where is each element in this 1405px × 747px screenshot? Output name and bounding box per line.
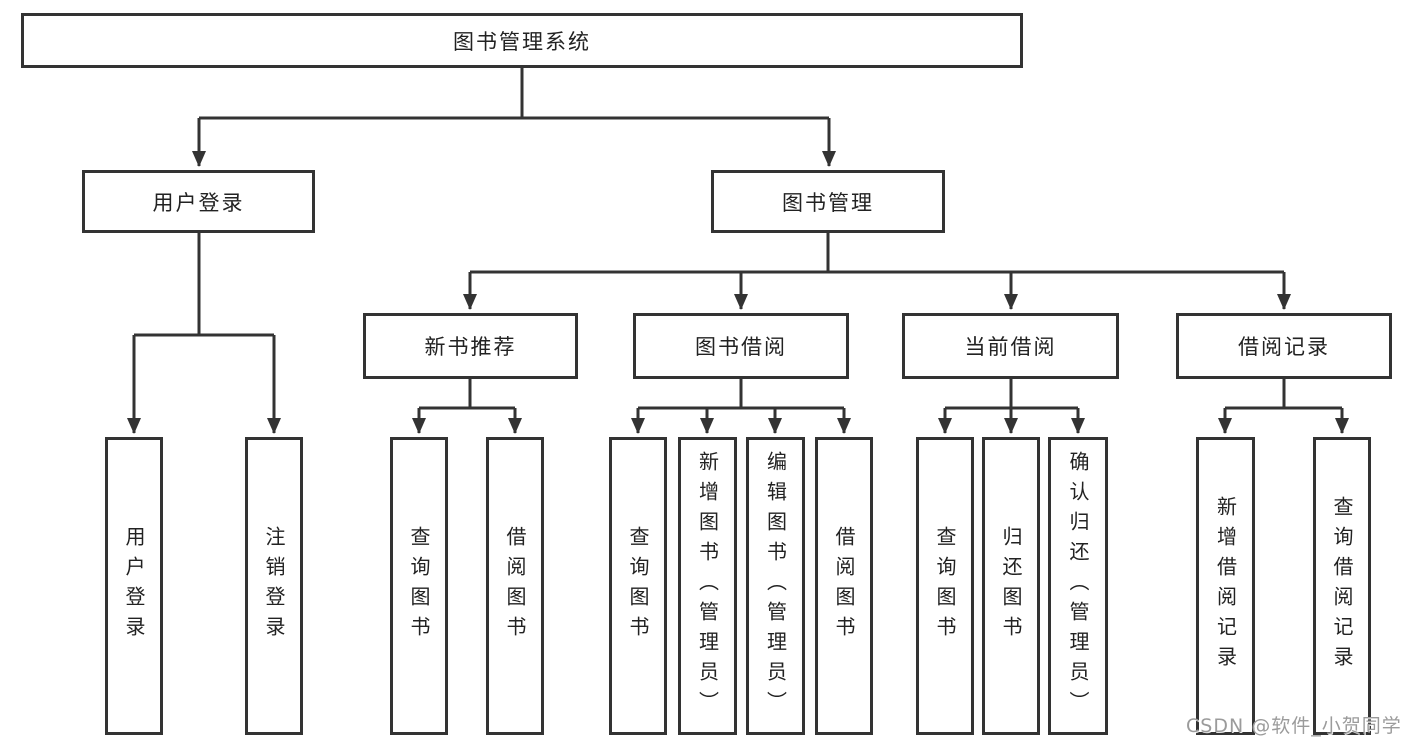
node-book-management: 图书管理 bbox=[711, 170, 945, 233]
node-label: 用户登录 bbox=[122, 526, 146, 646]
node-label: 借阅图书 bbox=[503, 526, 527, 646]
node-book-borrowing: 图书借阅 bbox=[633, 313, 849, 379]
leaf-confirm-return-admin: 确认归还（管理员） bbox=[1048, 437, 1108, 735]
node-label: 借阅图书 bbox=[832, 526, 856, 646]
node-label: 图书管理系统 bbox=[453, 29, 591, 54]
leaf-user-login: 用户登录 bbox=[105, 437, 163, 735]
node-new-book-recommendation: 新书推荐 bbox=[363, 313, 578, 379]
leaf-search-books-3: 查询图书 bbox=[916, 437, 974, 735]
leaf-search-books-1: 查询图书 bbox=[390, 437, 448, 735]
leaf-search-books-2: 查询图书 bbox=[609, 437, 667, 735]
node-label: 用户登录 bbox=[152, 190, 245, 215]
leaf-add-books-admin: 新增图书（管理员） bbox=[678, 437, 737, 735]
node-label: 确认归还（管理员） bbox=[1066, 451, 1090, 721]
node-borrowing-records: 借阅记录 bbox=[1176, 313, 1392, 379]
node-label: 查询图书 bbox=[933, 526, 957, 646]
leaf-borrow-books-2: 借阅图书 bbox=[815, 437, 873, 735]
leaf-add-borrow-record: 新增借阅记录 bbox=[1196, 437, 1255, 735]
node-label: 新增图书（管理员） bbox=[695, 451, 720, 721]
leaf-search-borrow-record: 查询借阅记录 bbox=[1313, 437, 1371, 735]
node-user-login: 用户登录 bbox=[82, 170, 315, 233]
node-label: 新书推荐 bbox=[424, 335, 517, 359]
node-library-management-system: 图书管理系统 bbox=[21, 13, 1023, 68]
node-label: 查询借阅记录 bbox=[1330, 496, 1354, 676]
node-label: 编辑图书（管理员） bbox=[763, 451, 788, 721]
leaf-edit-books-admin: 编辑图书（管理员） bbox=[746, 437, 805, 735]
node-label: 借阅记录 bbox=[1238, 335, 1330, 359]
node-label: 图书管理 bbox=[782, 190, 874, 215]
node-label: 归还图书 bbox=[999, 526, 1023, 646]
leaf-return-books: 归还图书 bbox=[982, 437, 1040, 735]
watermark: CSDN @软件_小贺同学 bbox=[1186, 715, 1402, 737]
node-current-borrowing: 当前借阅 bbox=[902, 313, 1119, 379]
node-label: 注销登录 bbox=[262, 526, 286, 646]
node-label: 查询图书 bbox=[407, 526, 431, 646]
node-label: 新增借阅记录 bbox=[1213, 496, 1238, 676]
leaf-borrow-books-1: 借阅图书 bbox=[486, 437, 544, 735]
leaf-logout-login: 注销登录 bbox=[245, 437, 303, 735]
node-label: 图书借阅 bbox=[695, 335, 787, 359]
node-label: 查询图书 bbox=[626, 526, 650, 646]
node-label: 当前借阅 bbox=[964, 335, 1057, 359]
